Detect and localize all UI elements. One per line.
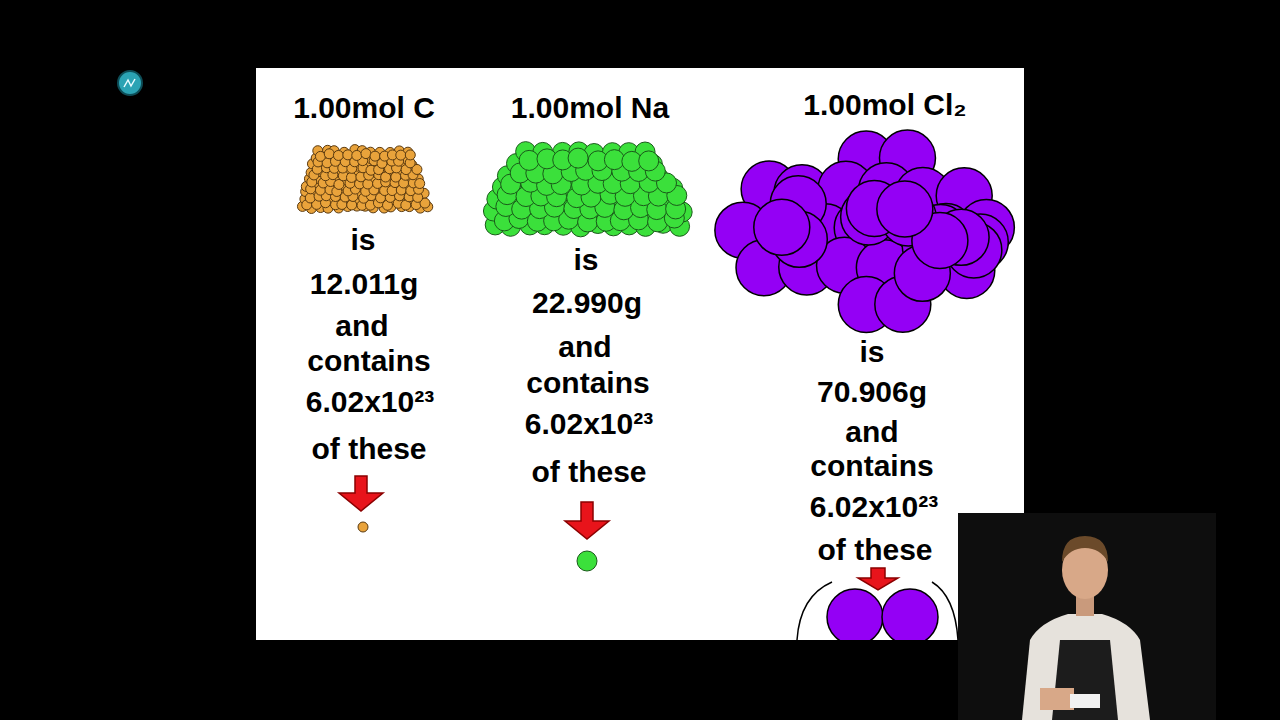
carbon-atom [396,150,406,160]
carbon-atom [352,150,362,160]
amount-heading: 1.00mol Cl₂ [803,88,966,123]
chlorine-molecule [797,582,958,640]
particle-count: 6.02x10²³ [525,407,653,442]
chlorine-pile [715,130,1014,332]
text-line: is [350,223,375,258]
label-slot: 6.02x10²³ [525,407,653,442]
carbon-atom [358,522,368,532]
person-papers [1070,694,1100,708]
icon-circle [118,71,142,95]
text-line: of these [311,432,426,467]
down-arrow [339,476,383,511]
amount-heading: 1.00mol C [293,91,435,126]
sodium-atom [639,151,659,171]
chlorine-atom [877,181,933,237]
icon-mark [124,79,135,87]
label-slot: of these [311,432,426,467]
slide-background [256,68,1024,640]
bracket-arc [797,582,832,640]
label-slot: contains [810,449,933,484]
label-slot: 12.011g [310,267,418,302]
label-slot: and [558,330,611,365]
chlorine-atom [882,589,938,640]
label-slot: 1.00mol Na [511,91,669,126]
label-slot: 6.02x10²³ [306,385,434,420]
carbon-atom [333,150,343,160]
carbon-atom [361,149,371,159]
carbon-atom [305,193,315,203]
carbon-atom [370,151,380,161]
mass-value: 12.011g [310,267,418,302]
sodium-atom [568,148,588,168]
label-slot: 22.990g [532,286,642,321]
text-line: is [573,243,598,278]
text-line: and [335,309,388,344]
label-slot: contains [526,366,649,401]
label-slot: 70.906g [817,375,927,410]
corner-icon [118,71,142,95]
text-line: contains [307,344,430,379]
carbon-pile [297,145,432,214]
text-line: contains [526,366,649,401]
text-line: and [845,415,898,450]
sodium-pile [483,142,692,237]
sodium-atom [604,150,624,170]
chlorine-atom [754,199,810,255]
carbon-atom [405,150,415,160]
label-slot: 1.00mol C [293,91,435,126]
amount-heading: 1.00mol Na [511,91,669,126]
label-slot: of these [531,455,646,490]
mass-value: 22.990g [532,286,642,321]
label-slot: contains [307,344,430,379]
down-arrow [858,568,898,590]
label-slot: 1.00mol Cl₂ [803,88,966,123]
label-slot: and [335,309,388,344]
down-arrow [565,502,609,539]
sodium-atom [519,150,539,170]
carbon-atom [324,149,334,159]
text-line: of these [817,533,932,568]
label-slot: 6.02x10²³ [810,490,938,525]
particle-count: 6.02x10²³ [306,385,434,420]
label-slot: and [845,415,898,450]
person-hair [1062,536,1108,562]
video-background [958,513,1216,720]
label-slot: is [573,243,598,278]
label-slot: is [350,223,375,258]
person-shirt [1022,614,1150,720]
text-line: is [859,335,884,370]
webcam-video [958,513,1216,720]
text-line: and [558,330,611,365]
person-hands [1040,688,1074,710]
carbon-atom [391,172,401,182]
particle-count: 6.02x10²³ [810,490,938,525]
chlorine-atom [827,589,883,640]
bracket-arc [932,582,958,640]
text-line: of these [531,455,646,490]
carbon-atom [346,172,356,182]
label-slot: is [859,335,884,370]
mass-value: 70.906g [817,375,927,410]
text-line: contains [810,449,933,484]
label-slot: of these [817,533,932,568]
carbon-atom [415,179,425,189]
sodium-atom [577,551,597,571]
